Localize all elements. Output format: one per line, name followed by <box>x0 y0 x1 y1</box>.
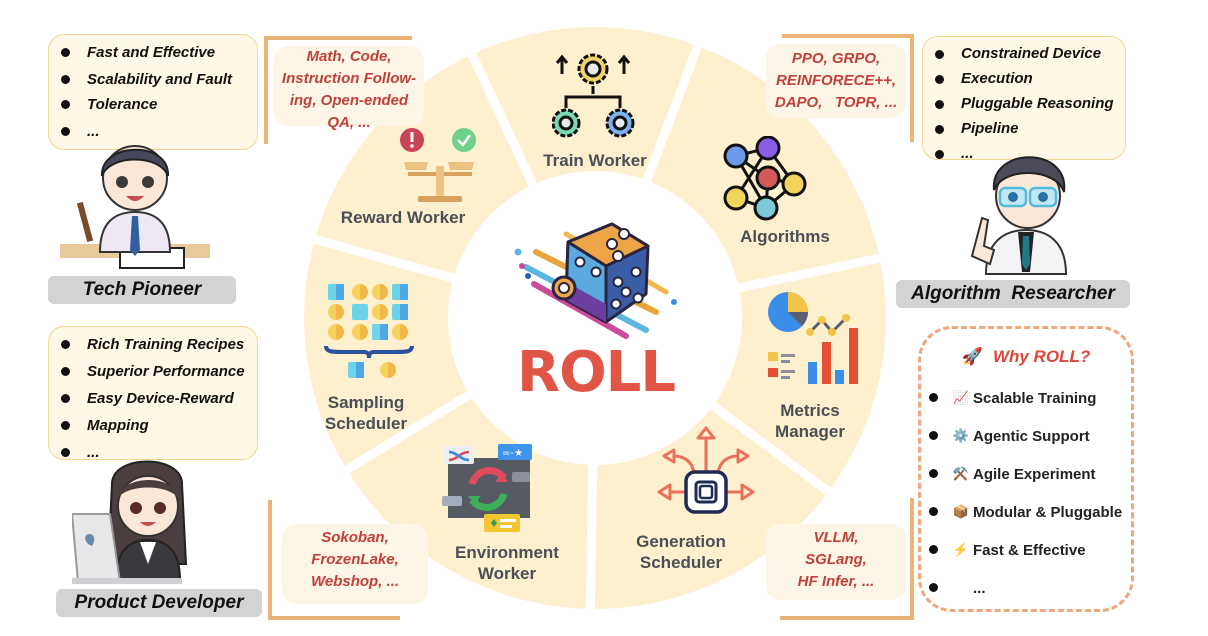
hammer-pick-icon: ⚒️ <box>952 466 970 481</box>
why-item-modular-pluggable: 📦Modular & Pluggable <box>921 493 1122 531</box>
segment-label-line: Worker <box>477 564 537 583</box>
segment-label-line: Generation <box>636 532 726 551</box>
why-item-scalable-training: 📈Scalable Training <box>921 379 1122 417</box>
persona-point: Scalability and Fault <box>57 66 249 93</box>
persona-point-continued: Pipeline <box>931 116 1117 141</box>
why-item-agentic-support: ⚙️Agentic Support <box>921 417 1122 455</box>
why-item-more: ... <box>921 569 1122 607</box>
why-item-label: Scalable Training <box>973 389 1097 407</box>
note-line: QA, ... <box>327 114 371 131</box>
segment-label-line: Sampling <box>327 393 405 412</box>
note-line: VLLM, <box>813 529 859 546</box>
tech-pioneer-avatar <box>60 145 210 269</box>
note-bracket-generation <box>780 498 914 620</box>
note-inference-engines: VLLM, SGLang, HF Infer, ... <box>766 524 906 600</box>
rocket-icon: 🚀 <box>961 347 983 366</box>
why-item-fast-effective: ⚡Fast & Effective <box>921 531 1122 569</box>
note-line: SGLang, <box>805 551 867 568</box>
note-bracket-environment <box>268 500 400 620</box>
dice-circuit-logo <box>514 222 677 339</box>
chart-increasing-icon: 📈 <box>952 390 970 405</box>
note-reward-datasets: Math, Code, Instruction Follow- ing, Ope… <box>274 46 424 131</box>
balance-scale-icon <box>400 128 476 202</box>
note-line: FrozenLake, <box>311 551 399 568</box>
roll-title: ROLL <box>516 340 676 405</box>
persona-tag-algorithm-researcher: Algorithm Researcher <box>896 280 1130 308</box>
chip-arrows-icon <box>657 426 755 514</box>
segment-label-line: Scheduler <box>324 414 408 433</box>
segment-environment-worker: Environment Worker <box>444 542 570 584</box>
persona-point: ... <box>57 118 249 145</box>
why-roll-panel: 🚀 Why ROLL? 📈Scalable Training ⚙️Agentic … <box>918 326 1134 612</box>
note-line: DAPO, TOPR, ... <box>774 94 898 111</box>
persona-points-product-developer: Rich Training Recipes Superior Performan… <box>48 326 258 461</box>
why-item-label: Agile Experiment <box>973 465 1096 483</box>
note-line: Instruction Follow- <box>281 70 417 87</box>
why-item-label: Fast & Effective <box>973 541 1086 559</box>
gear-icon: ⚙️ <box>952 428 970 443</box>
segment-reward-worker: Reward Worker <box>340 208 466 227</box>
note-line: Math, Code, <box>306 48 392 65</box>
why-item-agile-experiment: ⚒️Agile Experiment <box>921 455 1122 493</box>
note-bracket-algorithms <box>782 34 914 142</box>
why-item-label: Agentic Support <box>973 427 1090 445</box>
persona-point: ... <box>57 439 249 466</box>
segment-metrics-manager: Metrics Manager <box>750 400 870 442</box>
note-line: REINFORECE++, <box>775 72 897 89</box>
persona-point: Easy Device-Reward <box>57 385 249 412</box>
persona-tag-tech-pioneer: Tech Pioneer <box>48 276 236 304</box>
segment-label-line: Environment <box>455 543 559 562</box>
note-bracket-reward <box>264 36 412 144</box>
persona-point: Superior Performance <box>57 358 249 385</box>
persona-point: Constrained Device <box>931 41 1117 66</box>
package-icon: 📦 <box>952 504 970 519</box>
persona-point-continued: Mapping <box>57 412 249 439</box>
segment-generation-scheduler: Generation Scheduler <box>618 531 744 573</box>
lightning-icon: ⚡ <box>952 542 970 557</box>
note-line: Sokoban, <box>321 529 389 546</box>
network-graph-icon <box>723 136 807 221</box>
why-roll-title-text: Why ROLL? <box>992 347 1091 366</box>
note-line: ing, Open-ended <box>289 92 409 109</box>
persona-point: Rich Training Recipes <box>57 331 249 358</box>
note-line: PPO, GRPO, <box>791 50 881 67</box>
segment-sampling-scheduler: Sampling Scheduler <box>306 392 426 434</box>
persona-point-continued: Tolerance <box>57 91 249 118</box>
charts-dashboard-icon <box>768 292 858 384</box>
why-roll-title: 🚀 Why ROLL? <box>921 347 1131 367</box>
why-item-label: Modular & Pluggable <box>973 503 1123 521</box>
persona-tag-product-developer: Product Developer <box>56 589 262 617</box>
persona-point: Fast and Effective <box>57 39 249 66</box>
gears-hierarchy-icon <box>552 53 635 138</box>
algorithm-researcher-avatar <box>970 156 1068 275</box>
persona-point-continued: Execution <box>931 66 1117 91</box>
note-environment-list: Sokoban, FrozenLake, Webshop, ... <box>282 524 428 604</box>
note-line: HF Infer, ... <box>797 573 875 590</box>
note-line: Webshop, ... <box>310 573 400 590</box>
persona-points-tech-pioneer: Fast and Effective Scalability and Fault… <box>48 34 258 150</box>
persona-point: Pluggable Reasoning <box>931 91 1117 116</box>
persona-points-algorithm-researcher: Constrained Device Execution Pluggable R… <box>922 36 1126 162</box>
why-item-label: ... <box>973 579 986 597</box>
segment-algorithms: Algorithms <box>740 227 830 246</box>
segment-label-line: Manager <box>775 422 845 441</box>
product-developer-avatar <box>72 460 188 584</box>
segment-label-line: Metrics <box>780 401 840 420</box>
persona-point: ... <box>931 141 1117 166</box>
sample-grid-icon <box>324 284 414 378</box>
svg-text:=-★: =-★ <box>502 448 523 459</box>
segment-label-line: Scheduler <box>639 553 723 572</box>
segment-train-worker: Train Worker <box>543 151 647 170</box>
note-algorithm-list: PPO, GRPO, REINFORECE++, DAPO, TOPR, ... <box>766 44 906 118</box>
environment-window-icon: =-★ <box>442 444 532 532</box>
